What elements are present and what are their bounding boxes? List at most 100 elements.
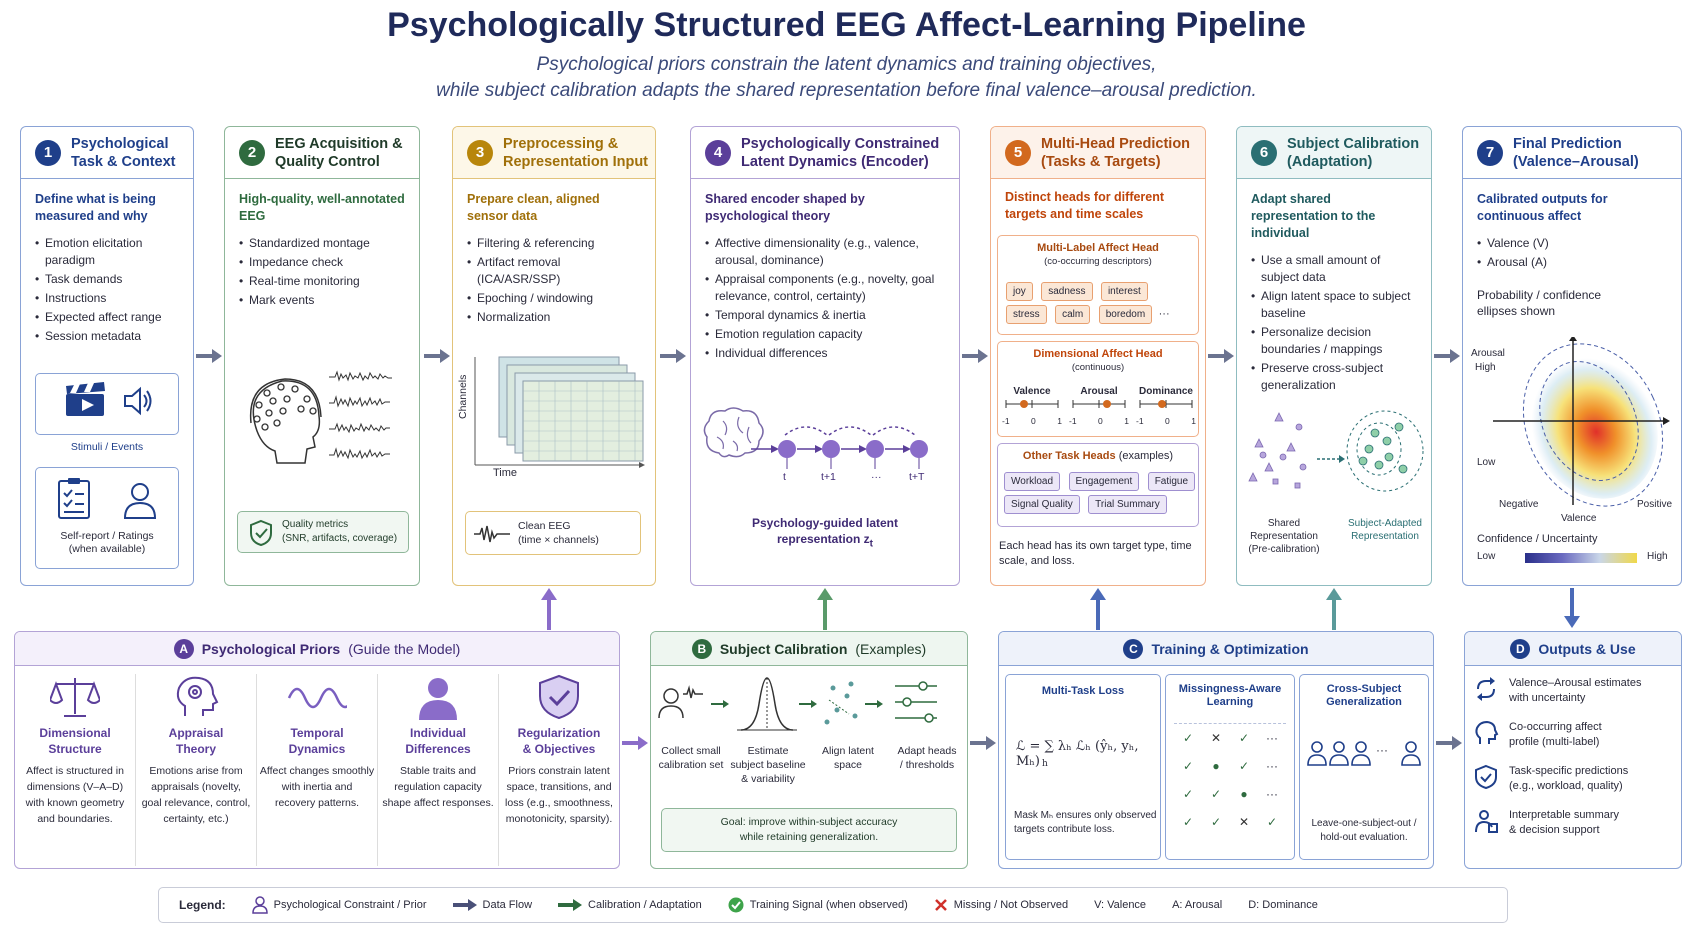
prior-desc: regulation capacity [394, 781, 482, 793]
prior-title: Theory [175, 742, 216, 756]
self-report-label: Self-report / Ratings [60, 530, 154, 542]
panel-bullet-list: Filtering & referencing Artifact removal… [453, 231, 655, 326]
grid-cell: ✕ [1238, 815, 1250, 829]
cross-subject-title: Cross-Subject [1326, 683, 1402, 695]
confidence-colorbar [1525, 553, 1637, 563]
prior-title: Dynamics [288, 742, 346, 756]
prior-desc: certainty, etc.) [163, 813, 229, 825]
training-to-calibration-arrow [1326, 588, 1342, 630]
latent-node-label: ··· [871, 471, 882, 483]
section-subject-calibration-examples: B Subject Calibration (Examples) Collect… [650, 631, 968, 869]
task-tag: Fatigue [1147, 472, 1196, 491]
tick-label: -1 [1069, 416, 1077, 426]
legend-title: Legend: [179, 898, 226, 912]
list-item: Standardized montage [239, 235, 405, 252]
axis-label-channels: Channels [457, 374, 469, 419]
flow-arrow [962, 349, 988, 363]
prior-title: Dimensional [39, 726, 111, 740]
affect-tag: joy [1006, 282, 1033, 301]
dimension-slider-track [1139, 400, 1193, 408]
step-number-badge: 4 [705, 139, 731, 166]
task-tag: Engagement [1068, 472, 1140, 491]
panel-intro: Calibrated outputs for continuous affect [1477, 192, 1608, 223]
y-axis-high: High [1475, 362, 1496, 373]
panel-title-line: EEG Acquisition & [275, 135, 403, 152]
grid-cell: ··· [1266, 759, 1278, 773]
grid-cell: ✓ [1210, 815, 1222, 829]
latent-node-label: t+T [909, 471, 925, 483]
page-title: Psychologically Structured EEG Affect-Le… [387, 6, 1306, 44]
list-item: Align latent space to subject baseline [1251, 288, 1417, 322]
person-icon [419, 678, 457, 720]
list-item: Real-time monitoring [239, 273, 405, 290]
calibration-step: Adapt heads/ thresholds [897, 745, 957, 771]
prior-title: & Objectives [522, 742, 596, 756]
shield-check-icon [250, 519, 272, 547]
grid-cell: ✓ [1238, 731, 1250, 745]
tick-label: 1 [1191, 416, 1196, 426]
panel-preprocessing: 3 Preprocessing & Representation Input P… [452, 126, 656, 586]
wave-icon [287, 687, 355, 709]
adapted-rep-label: Subject-Adapted [1348, 518, 1422, 529]
calibration-goal-box: Goal: improve within-subject accuracy wh… [661, 808, 957, 852]
list-item: Instructions [35, 290, 179, 307]
shared-rep-label: (Pre-calibration) [1248, 544, 1320, 555]
dimensional-head-box: Dimensional Affect Head (continuous) Val… [997, 341, 1199, 437]
head-profile-icon [1475, 720, 1499, 744]
head-gears-icon [176, 676, 219, 716]
panel-eeg-acquisition: 2 EEG Acquisition & Quality Control High… [224, 126, 420, 586]
grid-cell: ● [1212, 759, 1220, 773]
legend-item: D: Dominance [1248, 899, 1318, 911]
quality-metrics-box: Quality metrics (SNR, artifacts, coverag… [237, 511, 409, 553]
epoch-stack-diagram [474, 356, 645, 468]
dimension-slider-track [1005, 400, 1059, 408]
missingness-box: Missingness-Aware Learning ✓ ✕ ✓ ··· ✓ ●… [1165, 674, 1295, 860]
shared-rep-label: Shared [1267, 518, 1301, 529]
latent-caption-line: representation z [776, 532, 870, 546]
shield-check-icon [1475, 764, 1497, 790]
calibration-to-encoder-arrow [817, 588, 833, 630]
prior-title: Individual [409, 726, 466, 740]
panel-title-line: Preprocessing & [503, 135, 619, 152]
section-title-sub: (Examples) [855, 640, 927, 657]
section-outputs-use: D Outputs & Use Valence–Arousal estimate… [1464, 631, 1682, 869]
step-number-badge: 5 [1005, 139, 1031, 166]
panel-title-line: Final Prediction [1513, 135, 1622, 152]
latent-chain-diagram [751, 426, 928, 469]
missingness-title: Missingness-Aware [1178, 683, 1282, 695]
prior-desc: goal relevance, control, [141, 797, 251, 809]
task-tag: Workload [1004, 472, 1061, 491]
section-title: Subject Calibration [719, 640, 848, 657]
panel-bullet-list: Affective dimensionality (e.g., valence,… [691, 231, 959, 362]
grid-cell: ✓ [1210, 787, 1222, 801]
flow-arrow [970, 736, 996, 750]
panel-latent-dynamics: 4 Psychologically Constrained Latent Dyn… [690, 126, 960, 586]
self-report-box: Self-report / Ratings (when available) [35, 467, 179, 569]
multi-label-head-title: Multi-Label Affect Head [1037, 242, 1159, 254]
panel-bullet-list: Emotion elicitation paradigm Task demand… [21, 231, 193, 345]
list-item: Individual differences [705, 345, 945, 362]
multi-task-loss-desc: targets contribute loss. [1014, 824, 1115, 835]
clipboard-checklist-icon [58, 478, 90, 519]
adapted-rep-label: Representation [1351, 531, 1419, 542]
legend-item: Data Flow [452, 899, 532, 911]
quality-metrics-title: Quality metrics [282, 519, 349, 530]
balance-scale-icon [48, 678, 102, 717]
flow-arrow [1436, 736, 1462, 750]
section-letter-badge: B [691, 638, 712, 659]
list-item: Mark events [239, 292, 405, 309]
cross-subject-desc: Leave-one-subject-out / [1311, 818, 1417, 829]
list-item: Task demands [35, 271, 179, 288]
panel-title-line: Multi-Head Prediction [1041, 135, 1191, 152]
panel-intro: Adapt shared representation to the indiv… [1251, 192, 1376, 240]
grid-cell: ✓ [1266, 815, 1278, 829]
eeg-waveform-icon [329, 370, 392, 460]
dimensional-head-sub: (continuous) [1071, 362, 1125, 373]
prior-title: Structure [48, 742, 102, 756]
list-item: Impedance check [239, 254, 405, 271]
panel-bullet-list: Valence (V) Arousal (A) [1463, 231, 1681, 271]
task-tag: Signal Quality [1004, 495, 1080, 514]
